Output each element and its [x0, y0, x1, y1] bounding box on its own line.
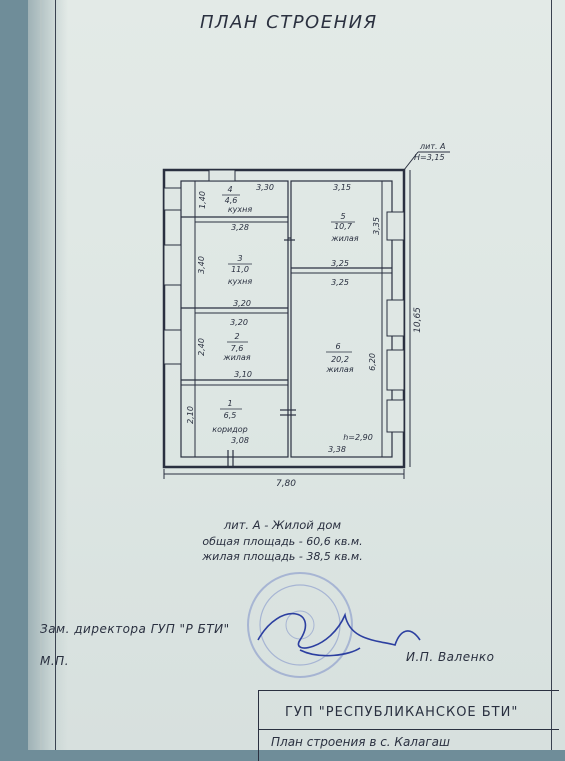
- room-use: жилая: [330, 234, 358, 243]
- room-number: 2: [234, 332, 239, 341]
- dimension-label: 1,40: [198, 191, 207, 209]
- document-sheet: [28, 0, 565, 750]
- margin-line: [40, 0, 42, 750]
- window: [386, 211, 405, 241]
- dimension-label: 7,80: [276, 479, 296, 489]
- dimension-label: 2,40: [197, 338, 206, 356]
- stamp-place-label: М.П.: [40, 654, 70, 668]
- dimension-label: 3,25: [331, 278, 349, 287]
- dimension-label: 10,65: [413, 307, 423, 333]
- dimension-label: 3,15: [333, 183, 351, 192]
- window: [386, 399, 405, 433]
- dimension-label: 3,10: [234, 370, 252, 379]
- room-number: 4: [227, 185, 232, 194]
- window: [163, 329, 182, 365]
- window: [386, 299, 405, 337]
- dimension-label: 2,10: [186, 406, 195, 424]
- drawing-frame: [55, 0, 552, 750]
- stamp-seal: [247, 572, 353, 678]
- dimension-label: 3,20: [233, 299, 251, 308]
- page-edge-shadow: [28, 0, 68, 750]
- dimension-label: 3,35: [372, 217, 381, 235]
- dimension-label: 3,30: [256, 183, 274, 192]
- signer-name: И.П. Валенко: [406, 650, 495, 664]
- room-number: 6: [335, 342, 340, 351]
- window: [163, 187, 182, 211]
- room-use: коридор: [212, 425, 248, 434]
- dimension-label: 3,40: [197, 256, 206, 274]
- signer-role: Зам. директора ГУП "Р БТИ": [40, 622, 230, 636]
- room-area: 10,7: [334, 222, 353, 231]
- room-number: 3: [237, 254, 242, 263]
- dimension-label: 3,28: [231, 223, 249, 232]
- dimension-label: 3,25: [331, 259, 349, 268]
- room-use: кухня: [228, 205, 253, 214]
- litera-height: H=3,15: [414, 153, 445, 162]
- room-area: 11,0: [231, 265, 249, 274]
- dimension-label: 6,20: [368, 353, 377, 371]
- page-title: ПЛАН СТРОЕНИЯ: [200, 12, 378, 33]
- title-block-row: ГУП "РЕСПУБЛИКАНСКОЕ БТИ": [259, 691, 559, 730]
- building-description: лит. А - Жилой дом: [223, 518, 342, 532]
- room-use: кухня: [228, 277, 253, 286]
- room-area: 4,6: [225, 196, 238, 205]
- room-area: 7,6: [231, 344, 244, 353]
- outer-wall: [162, 168, 406, 469]
- window: [163, 244, 182, 286]
- dimension-label: h=2,90: [343, 433, 373, 442]
- title-block: ГУП "РЕСПУБЛИКАНСКОЕ БТИ" План строения …: [258, 690, 559, 761]
- room-number: 1: [227, 399, 232, 408]
- room-area: 6,5: [224, 411, 237, 420]
- living-area: жилая площадь - 38,5 кв.м.: [202, 550, 363, 563]
- room-use: жилая: [222, 353, 250, 362]
- litera-label: лит. А: [419, 142, 446, 151]
- room-use: жилая: [325, 365, 353, 374]
- total-area: общая площадь - 60,6 кв.м.: [202, 535, 363, 548]
- room-number: 5: [340, 212, 345, 221]
- document-name: План строения в с. Калагаш: [271, 735, 450, 749]
- dimension-label: 3,20: [230, 318, 248, 327]
- window: [208, 169, 236, 182]
- dimension-label: 3,08: [231, 436, 249, 445]
- handwritten-signature: [257, 612, 421, 657]
- organization-name: ГУП "РЕСПУБЛИКАНСКОЕ БТИ": [285, 705, 519, 720]
- dimension-label: 3,38: [328, 445, 346, 454]
- room-area: 20,2: [331, 355, 349, 364]
- window: [386, 349, 405, 391]
